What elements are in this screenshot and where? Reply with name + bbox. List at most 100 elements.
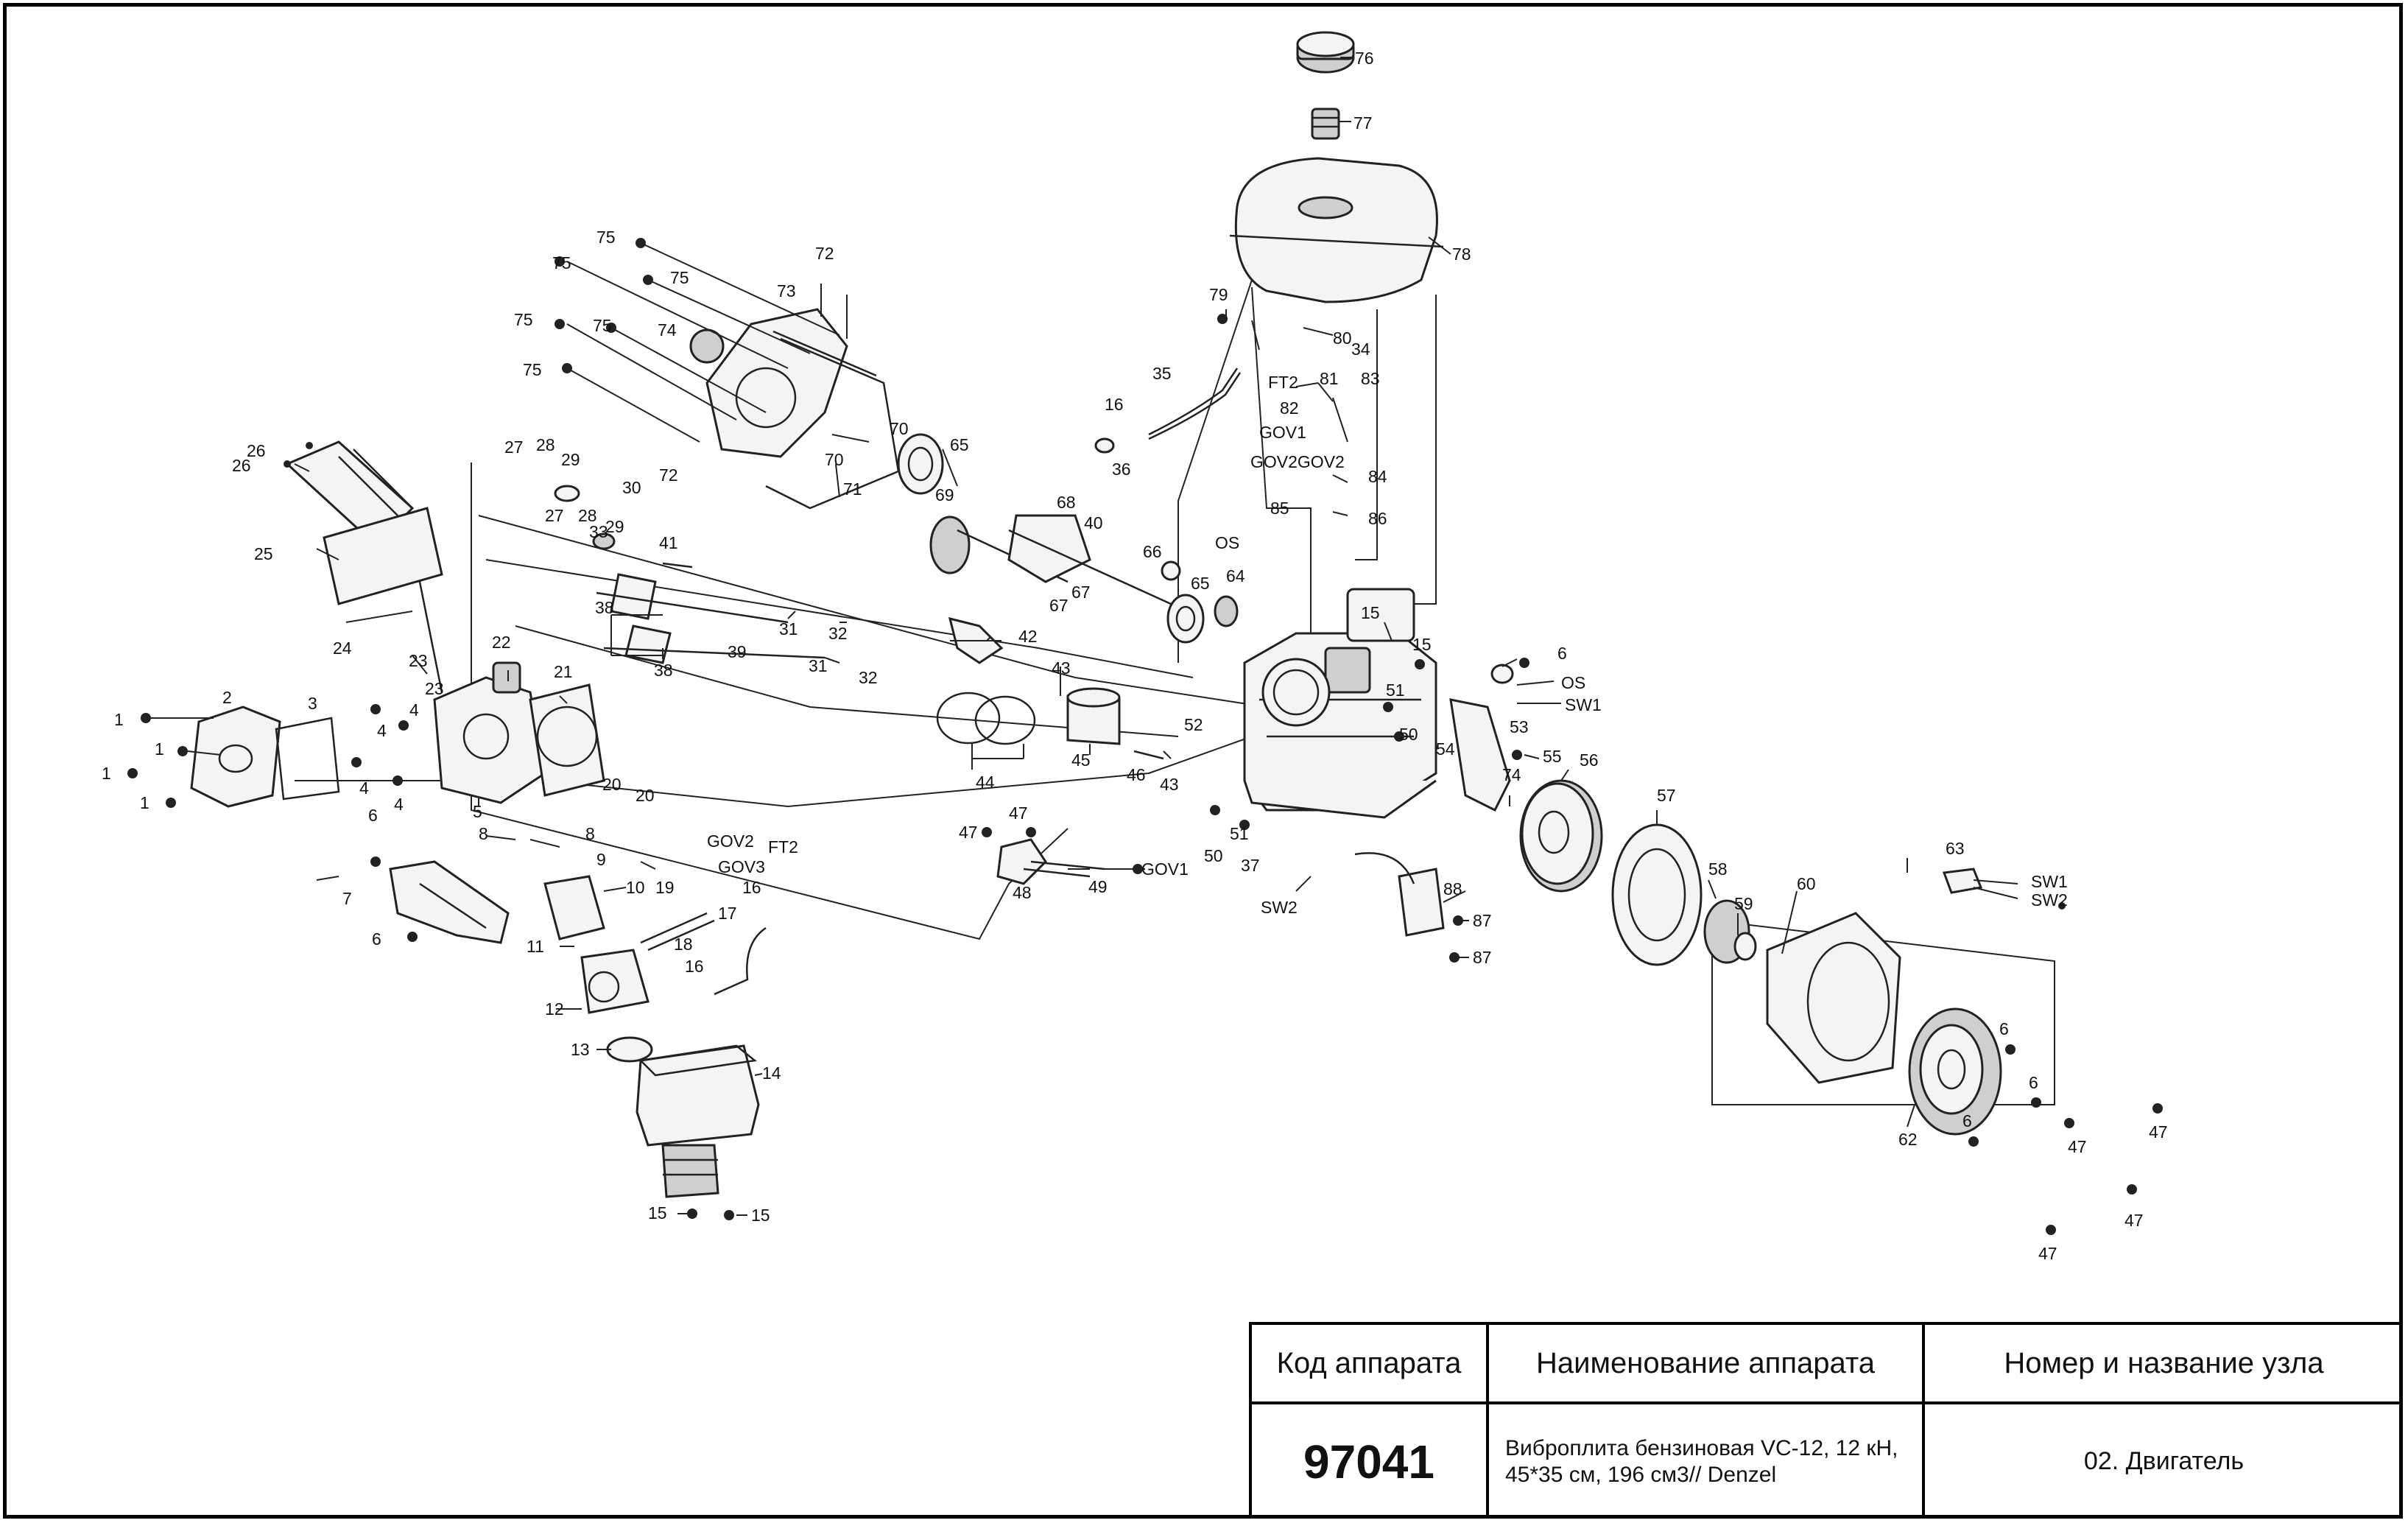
label-83: 83 <box>1361 369 1380 388</box>
label-75-d: 75 <box>514 310 533 329</box>
label-53: 53 <box>1510 717 1529 736</box>
label-11: 11 <box>527 937 544 956</box>
label-87-a: 87 <box>1473 911 1492 930</box>
apparatus-name-line1: Виброплита бензиновая VC-12, 12 кН, <box>1505 1435 1898 1460</box>
rocker-assembly <box>285 440 825 693</box>
label-43-b: 43 <box>1160 775 1179 794</box>
label-28-a: 28 <box>536 435 555 454</box>
label-50-b: 50 <box>1204 846 1223 865</box>
label-gov1-top: GOV1 <box>1259 423 1306 442</box>
unit-name: 02. Двигатель <box>2083 1447 2245 1475</box>
label-26-a: 26 <box>247 441 266 460</box>
callout-labels: 76 77 78 79 80 34 FT2 81 83 82 GOV1 GOV2… <box>102 49 2168 1263</box>
label-52: 52 <box>1184 715 1203 734</box>
label-gov2-a: GOV2 <box>707 831 754 851</box>
label-46: 46 <box>1127 765 1146 784</box>
label-32-a: 32 <box>828 624 848 643</box>
label-24: 24 <box>333 639 352 658</box>
label-57: 57 <box>1657 786 1676 805</box>
label-34: 34 <box>1351 340 1370 359</box>
label-13: 13 <box>571 1040 590 1059</box>
label-84: 84 <box>1368 467 1387 486</box>
label-69: 69 <box>935 485 954 504</box>
label-sw1-b: SW1 <box>2031 872 2068 891</box>
label-15-b: 15 <box>1412 635 1432 654</box>
label-75-a: 75 <box>596 228 616 247</box>
label-25: 25 <box>254 544 273 563</box>
label-76: 76 <box>1355 49 1374 68</box>
label-18: 18 <box>674 935 693 954</box>
label-17: 17 <box>718 904 737 923</box>
label-6-d: 6 <box>1999 1019 2009 1038</box>
label-64: 64 <box>1226 566 1245 585</box>
label-15-d: 15 <box>751 1206 770 1225</box>
label-42: 42 <box>1018 627 1038 646</box>
carburetor-airfilter <box>543 875 760 1198</box>
label-sw2-a: SW2 <box>2031 890 2068 910</box>
label-40: 40 <box>1084 513 1103 532</box>
label-29-a: 29 <box>561 450 580 469</box>
label-68: 68 <box>1057 493 1076 512</box>
label-75-c: 75 <box>670 268 689 287</box>
label-6-e: 6 <box>2029 1073 2038 1092</box>
label-67-b: 67 <box>1049 596 1069 615</box>
label-72-a: 72 <box>815 244 834 263</box>
label-45: 45 <box>1071 750 1091 770</box>
label-67-a: 67 <box>1071 583 1091 602</box>
label-8-b: 8 <box>585 824 595 843</box>
label-88: 88 <box>1443 879 1462 898</box>
crankshaft-camshaft <box>897 433 1239 644</box>
label-2: 2 <box>222 688 232 707</box>
fuel-tank-assembly <box>1229 31 1444 303</box>
label-1-a: 1 <box>114 710 124 729</box>
label-6-a: 6 <box>368 806 378 825</box>
label-58: 58 <box>1708 859 1728 879</box>
label-75-e: 75 <box>593 316 612 335</box>
fuel-line-parts <box>640 367 1242 996</box>
col-header-code: Код аппарата <box>1252 1325 1489 1404</box>
label-6-c: 6 <box>1557 644 1567 663</box>
label-19: 19 <box>655 878 675 897</box>
label-sw1-a: SW1 <box>1565 695 1602 714</box>
apparatus-code: 97041 <box>1252 1404 1489 1519</box>
label-71: 71 <box>843 479 862 499</box>
fasteners <box>127 238 2163 1235</box>
label-49: 49 <box>1088 877 1108 896</box>
label-23-a: 23 <box>409 651 428 670</box>
label-47-d: 47 <box>2038 1244 2057 1263</box>
label-16-a: 16 <box>1105 395 1124 414</box>
label-38-b: 38 <box>654 661 673 680</box>
label-75-f: 75 <box>523 360 542 379</box>
label-16-c: 16 <box>685 957 704 976</box>
label-23-b: 23 <box>425 679 444 698</box>
label-33: 33 <box>589 522 608 541</box>
label-47-b: 47 <box>2068 1137 2087 1156</box>
label-38-a: 38 <box>595 598 614 617</box>
label-66: 66 <box>1143 542 1162 561</box>
label-10: 10 <box>626 878 645 897</box>
label-gov2gov2: GOV2GOV2 <box>1250 452 1345 471</box>
label-75-b: 75 <box>552 253 571 272</box>
label-4-a: 4 <box>377 721 387 740</box>
label-77: 77 <box>1353 113 1373 133</box>
label-26-b: 26 <box>232 456 251 475</box>
label-81: 81 <box>1320 369 1339 388</box>
label-60: 60 <box>1797 874 1816 893</box>
col-header-name: Наименование аппарата <box>1489 1325 1925 1404</box>
label-37: 37 <box>1241 856 1260 875</box>
label-54: 54 <box>1436 739 1455 759</box>
label-80: 80 <box>1333 328 1352 348</box>
crankcase-block <box>1243 588 1437 819</box>
label-15-c: 15 <box>648 1203 667 1223</box>
label-39: 39 <box>728 642 747 661</box>
label-sw2-b: SW2 <box>1261 898 1298 917</box>
label-6-f: 6 <box>1962 1111 1972 1130</box>
label-27-b: 27 <box>545 506 564 525</box>
heat-shield <box>389 860 510 944</box>
label-79: 79 <box>1209 285 1228 304</box>
label-20-a: 20 <box>602 775 622 794</box>
label-ft2-top: FT2 <box>1268 373 1298 392</box>
label-os-a: OS <box>1215 533 1239 552</box>
label-51-b: 51 <box>1230 824 1249 843</box>
label-59: 59 <box>1734 894 1753 913</box>
